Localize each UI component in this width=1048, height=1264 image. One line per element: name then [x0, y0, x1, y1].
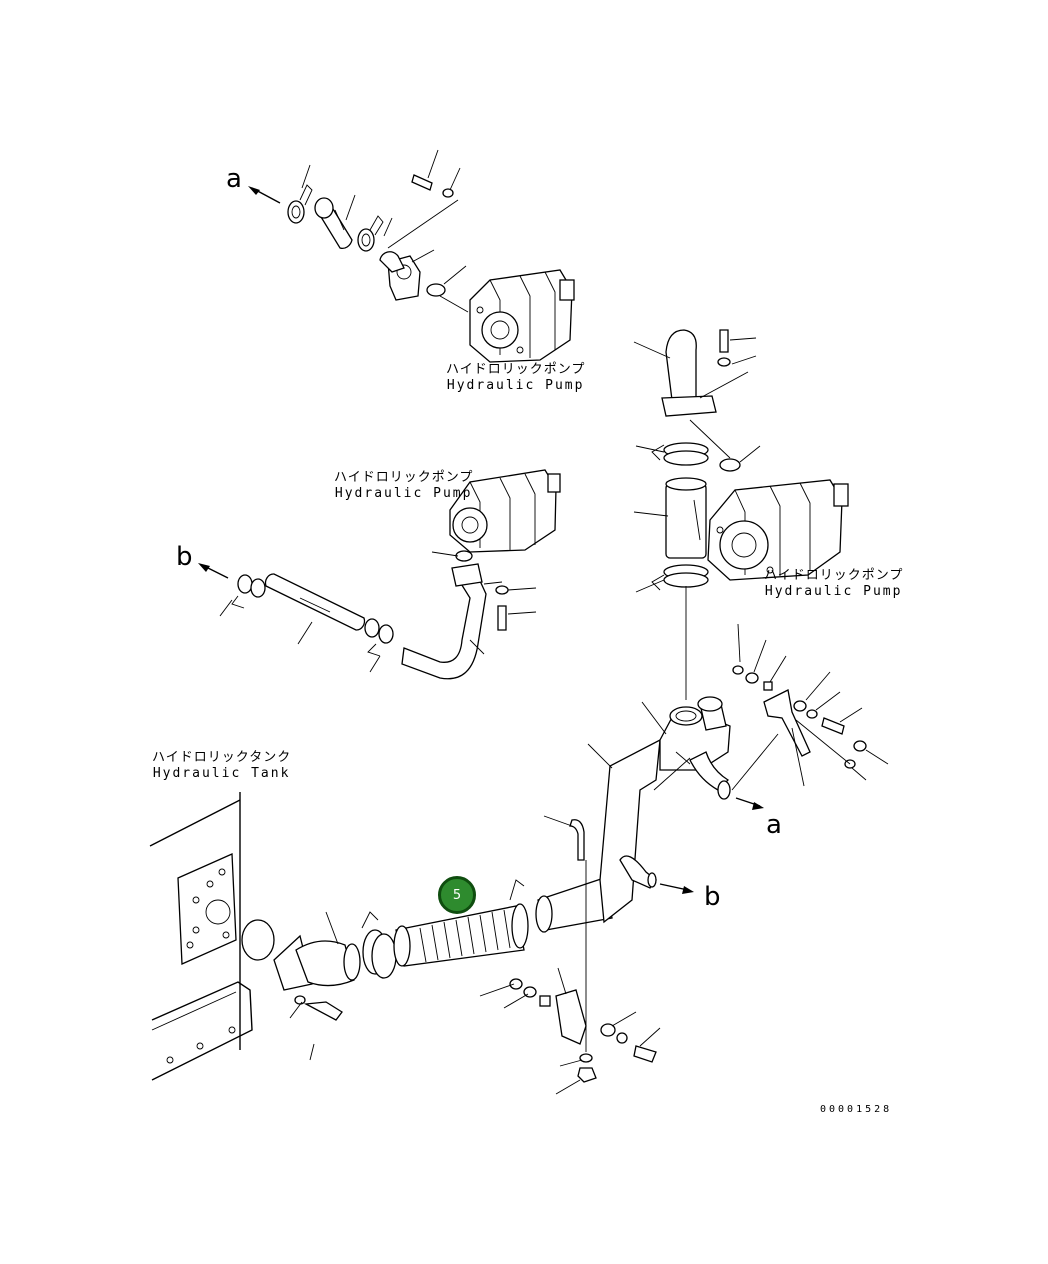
label-en: Hydraulic Tank: [152, 766, 291, 781]
bracket-right: [763, 689, 811, 757]
o-ring-tank: [241, 919, 275, 961]
clamp-mid-right-2: [378, 624, 394, 644]
document-id: 00001528: [820, 1104, 893, 1115]
label-hydraulic-tank: ハイドロリックタンク Hydraulic Tank: [152, 750, 291, 782]
bolt-washer-right: [717, 329, 731, 367]
washer-right-2: [745, 672, 759, 684]
marker-b-left: b: [176, 542, 193, 572]
vertical-suction-line: [633, 329, 761, 700]
marker-a-right: a: [766, 810, 782, 840]
clamp-mid-right-1: [364, 618, 380, 638]
washer-lower-4: [616, 1032, 628, 1044]
flange-elbow-top: [379, 251, 421, 301]
washer-lower-3: [600, 1023, 616, 1037]
o-ring-top: [426, 283, 446, 297]
nut-right-1: [763, 681, 773, 691]
washer-right-5: [853, 740, 867, 752]
bolt-washer-mid: [495, 585, 509, 631]
clamp-mid-left-1: [237, 574, 253, 594]
nut-lower-2: [577, 1067, 597, 1083]
hydraulic-pump-top: [469, 269, 575, 363]
clamp-lower-right: [511, 903, 529, 949]
label-jp: ハイドロリックポンプ: [764, 568, 904, 583]
bracket-lower: [555, 989, 587, 1045]
clamp-top-left: [287, 184, 313, 224]
washer-right-1: [732, 665, 744, 675]
callout-part-5[interactable]: 5: [438, 876, 476, 914]
label-hydraulic-pump-top: ハイドロリックポンプ Hydraulic Pump: [446, 362, 585, 394]
nut-lower-1: [539, 995, 551, 1007]
clamp-lower-left-2: [371, 933, 397, 979]
washer-lower-5: [579, 1053, 593, 1063]
hose-top: [314, 197, 353, 250]
marker-b-right: b: [704, 882, 721, 912]
label-jp: ハイドロリックポンプ: [334, 470, 474, 485]
bolt-tank-elbow: [303, 1001, 343, 1021]
clamp-upper-2: [663, 450, 709, 466]
pipe-branch-a: [689, 751, 730, 791]
bolt-washer-top: [411, 174, 454, 198]
bolt-right: [821, 717, 845, 735]
middle-suction-line-assembly: [198, 550, 537, 680]
label-jp: ハイドロリックポンプ: [446, 362, 586, 377]
clamp-mid-left-2: [250, 578, 266, 598]
washer-right-3: [793, 700, 807, 712]
label-hydraulic-pump-middle: ハイドロリックポンプ Hydraulic Pump: [334, 470, 473, 502]
clamp-lower-2: [663, 572, 709, 588]
label-jp: ハイドロリックタンク: [152, 750, 292, 765]
clamp-top-right: [357, 215, 384, 252]
top-suction-line-assembly: [248, 149, 469, 313]
label-en: Hydraulic Pump: [764, 584, 903, 599]
label-en: Hydraulic Pump: [334, 486, 473, 501]
o-ring-mid: [455, 550, 473, 562]
hose-vertical: [665, 483, 707, 559]
hose-mid: [264, 573, 366, 631]
u-bolt: [569, 819, 585, 861]
right-bracket-assembly: [731, 623, 889, 791]
label-en: Hydraulic Pump: [446, 378, 585, 393]
pipe-mid-elbow: [401, 569, 487, 680]
bolt-lower: [633, 1045, 657, 1063]
hydraulic-pump-middle: [449, 469, 561, 553]
hydraulic-tank: [149, 792, 275, 1081]
marker-a-top: a: [226, 164, 242, 194]
washer-lower-1: [509, 978, 523, 990]
hydraulic-pump-right: [707, 479, 849, 581]
flange-upper: [661, 395, 717, 417]
elbow-upper: [665, 329, 697, 401]
pipe-main-riser: [599, 738, 661, 924]
washer-right-4: [806, 709, 818, 719]
lower-suction-line-assembly: [273, 696, 764, 1095]
o-ring-right: [719, 458, 741, 472]
tank-port-plate: [177, 853, 237, 965]
flange-mid: [451, 563, 483, 587]
label-hydraulic-pump-right: ハイドロリックポンプ Hydraulic Pump: [764, 568, 903, 600]
